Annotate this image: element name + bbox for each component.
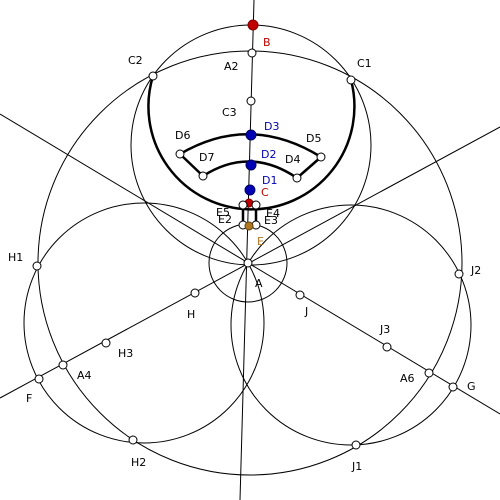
point-d2[interactable]: D2 xyxy=(245,148,276,171)
label-j2: J2 xyxy=(470,264,481,277)
point-b[interactable]: B xyxy=(247,19,271,49)
label-d7: D7 xyxy=(199,151,214,164)
label-j1: J1 xyxy=(351,460,362,473)
point-j3[interactable]: J3 xyxy=(379,323,392,352)
label-h3: H3 xyxy=(118,347,133,360)
label-a4: A4 xyxy=(77,369,92,382)
point-d4[interactable]: D4 xyxy=(285,153,302,183)
label-g: G xyxy=(467,380,476,393)
label-c: C xyxy=(261,186,269,199)
label-d1: D1 xyxy=(262,174,277,187)
point-h3[interactable]: H3 xyxy=(101,338,133,360)
label-b: B xyxy=(263,36,271,49)
label-h1: H1 xyxy=(8,251,23,264)
point-j2[interactable]: J2 xyxy=(454,264,481,279)
point-c3[interactable]: C3 xyxy=(222,96,256,119)
point-g[interactable]: G xyxy=(448,380,476,393)
label-j: J xyxy=(304,305,308,318)
point-e[interactable]: E xyxy=(244,221,264,248)
label-a: A xyxy=(255,277,263,290)
right-circle xyxy=(230,204,472,446)
cap-left xyxy=(179,153,204,177)
label-d5: D5 xyxy=(306,132,321,145)
point-e4[interactable]: E4 xyxy=(251,200,280,220)
point-h1[interactable]: H1 xyxy=(8,251,42,271)
label-d4: D4 xyxy=(285,153,300,166)
label-e4: E4 xyxy=(266,207,280,220)
label-c3: C3 xyxy=(222,106,237,119)
label-h2: H2 xyxy=(131,456,146,469)
point-j[interactable]: J xyxy=(295,290,308,318)
outer-arc-c2-c1 xyxy=(147,75,356,211)
points: B A2 C2 C1 C3 D3 D6 D5 xyxy=(8,19,481,473)
point-c1[interactable]: C1 xyxy=(346,57,372,85)
label-a6: A6 xyxy=(400,372,415,385)
label-d3: D3 xyxy=(264,120,279,133)
cap-right xyxy=(296,156,322,179)
point-d7[interactable]: D7 xyxy=(198,151,214,181)
label-d2: D2 xyxy=(261,148,276,161)
left-circle xyxy=(23,202,265,444)
point-f[interactable]: F xyxy=(26,374,44,405)
point-d6[interactable]: D6 xyxy=(175,129,190,159)
point-j1[interactable]: J1 xyxy=(351,440,362,473)
label-c1: C1 xyxy=(357,57,372,70)
point-a[interactable]: A xyxy=(243,258,263,290)
label-h: H xyxy=(187,308,195,321)
point-e5[interactable]: E5 xyxy=(216,200,248,219)
label-c2: C2 xyxy=(128,54,143,67)
label-d6: D6 xyxy=(175,129,190,142)
point-c2[interactable]: C2 xyxy=(128,54,158,81)
point-d3[interactable]: D3 xyxy=(245,120,279,141)
label-e5: E5 xyxy=(216,206,230,219)
point-a6[interactable]: A6 xyxy=(400,368,434,385)
label-e2: E2 xyxy=(218,213,232,226)
point-a2[interactable]: A2 xyxy=(224,48,257,73)
point-h2[interactable]: H2 xyxy=(128,435,146,469)
point-h[interactable]: H xyxy=(187,288,200,321)
point-a4[interactable]: A4 xyxy=(58,360,92,382)
line-through-a-and-b xyxy=(239,0,255,500)
label-e: E xyxy=(257,235,264,248)
point-d1[interactable]: D1 xyxy=(244,174,277,196)
label-f: F xyxy=(26,392,32,405)
label-e3: E3 xyxy=(264,214,278,227)
label-a2: A2 xyxy=(224,60,239,73)
point-d5[interactable]: D5 xyxy=(306,132,326,162)
label-j3: J3 xyxy=(379,323,390,336)
